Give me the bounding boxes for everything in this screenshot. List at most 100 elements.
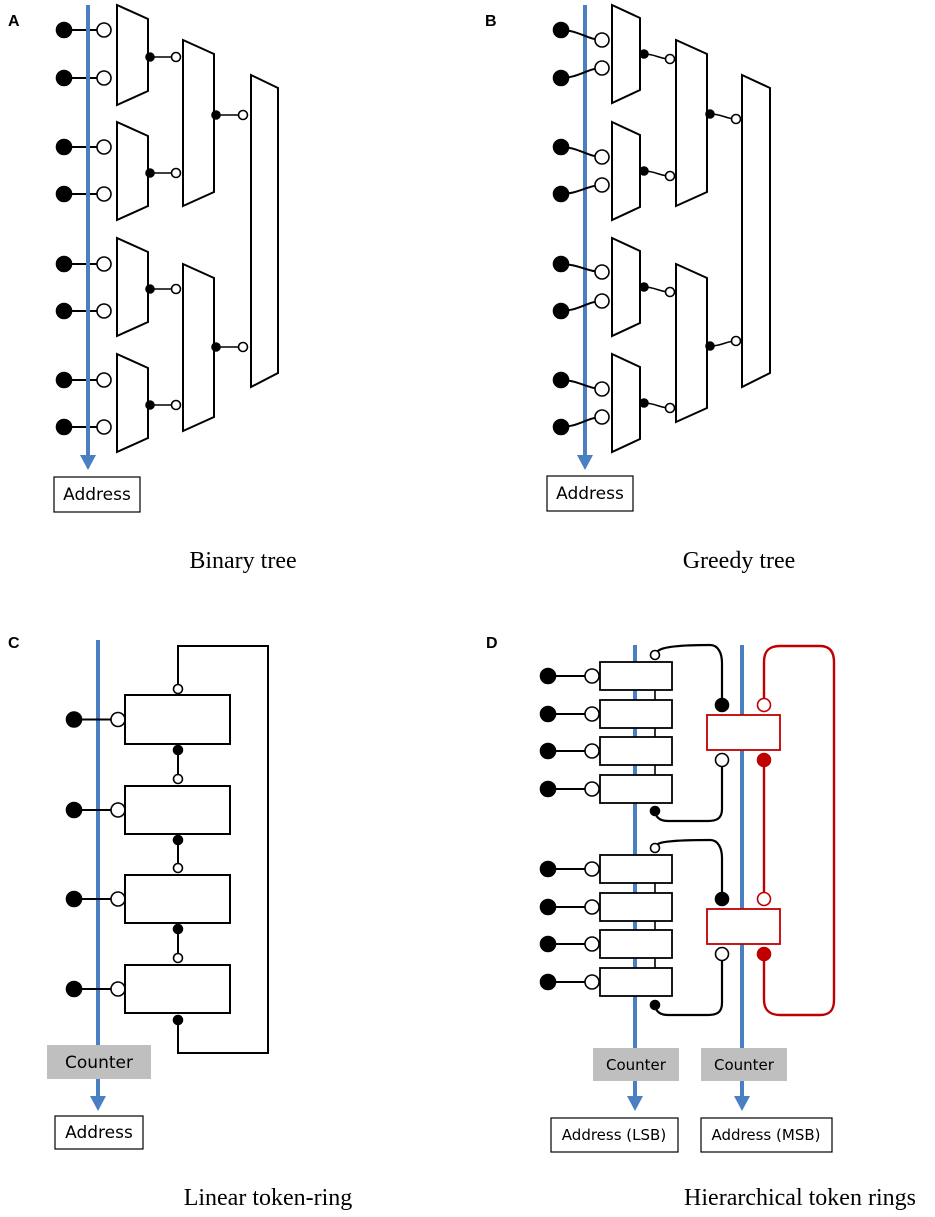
mux-level-2	[182, 38, 215, 208]
mux-input-port	[96, 372, 112, 388]
panel-c-token-ring	[65, 683, 231, 1026]
mux-input-port	[96, 139, 112, 155]
mux-input-port	[664, 286, 676, 298]
token-ring-cell	[124, 964, 231, 1014]
panel-d: D Counter Counter Address (LSB) Address …	[486, 635, 916, 1211]
panel-b-mux-tree	[611, 3, 771, 454]
lsb-cell-input-port	[584, 861, 600, 877]
lsb-to-msb-wire	[657, 838, 724, 898]
panel-a-letter: A	[8, 13, 20, 30]
ring-cell-input-port	[110, 802, 126, 818]
lsb-token-input-port	[649, 649, 661, 661]
panel-d-counter-msb-box	[701, 1048, 787, 1081]
mux-input-port	[170, 51, 182, 63]
input-source-dot	[55, 69, 73, 87]
panel-a-caption: Binary tree	[189, 548, 296, 574]
msb-ring-input-port	[756, 891, 772, 907]
mux-input-port	[96, 22, 112, 38]
lsb-cell-input-port	[584, 781, 600, 797]
panel-d-msb-bus-arrowhead	[734, 1096, 750, 1111]
msb-ring-output-port	[756, 752, 772, 768]
mux-input-port	[170, 167, 182, 179]
input-source-dot	[539, 973, 557, 991]
panel-c-address-label: Address	[65, 1123, 133, 1143]
lsb-token-input-port	[649, 842, 661, 854]
panel-b: B Address Greedy tree	[485, 3, 796, 574]
token-output-port	[172, 923, 184, 935]
lsb-to-msb-wire	[657, 643, 724, 704]
panel-d-letter: D	[486, 635, 498, 652]
mux-level-1	[611, 236, 641, 338]
panel-a-mux-tree	[116, 3, 279, 454]
token-input-port	[172, 683, 184, 695]
mux-input-port	[237, 109, 249, 121]
mux-input-port	[594, 409, 610, 425]
mux-level-2	[675, 38, 708, 208]
mux-input-port	[96, 419, 112, 435]
mux-input-port	[237, 341, 249, 353]
token-ring-cell	[124, 785, 231, 835]
token-output-port	[172, 834, 184, 846]
msb-token-input-dot	[714, 891, 730, 907]
input-source-dot	[55, 255, 73, 273]
mux-level-1	[116, 3, 149, 107]
msb-ring-wire	[762, 644, 836, 1017]
panel-d-lsb-bus-arrowhead	[627, 1096, 643, 1111]
lsb-token-ring-cell	[599, 929, 673, 959]
lsb-token-ring-cell	[599, 774, 673, 804]
mux-level-1	[116, 120, 149, 222]
lsb-token-ring-cell	[599, 699, 673, 729]
panel-a-address-label: Address	[63, 485, 131, 505]
input-source-dot	[552, 21, 570, 39]
msb-ring-output-port	[756, 946, 772, 962]
msb-token-ring-cell	[706, 908, 781, 945]
input-source-dot	[55, 371, 73, 389]
panel-b-caption: Greedy tree	[683, 548, 796, 574]
mux-input-port	[730, 113, 742, 125]
panel-d-address-msb-label: Address (MSB)	[712, 1126, 821, 1144]
lsb-token-ring-cell	[599, 736, 673, 766]
input-source-dot	[539, 705, 557, 723]
msb-to-lsb-wire	[655, 767, 724, 823]
panel-d-token-rings	[539, 643, 836, 1017]
panel-a-bus-arrowhead	[80, 455, 96, 470]
lsb-token-ring-cell	[599, 967, 673, 997]
panel-d-address-lsb-box	[550, 1117, 679, 1153]
input-source-dot	[65, 801, 83, 819]
mux-input-port	[96, 256, 112, 272]
msb-token-output-port	[714, 752, 730, 768]
input-source-dot	[552, 371, 570, 389]
lsb-cell-input-port	[584, 974, 600, 990]
token-input-port	[172, 862, 184, 874]
input-source-dot	[65, 980, 83, 998]
panel-d-caption: Hierarchical token rings	[684, 1185, 916, 1211]
mux-level-2	[675, 262, 708, 424]
token-ring-cell	[124, 874, 231, 924]
panel-b-letter: B	[485, 13, 497, 30]
ring-cell-input-port	[110, 891, 126, 907]
input-source-dot	[65, 711, 83, 728]
panel-a: A Address Binary tree	[8, 3, 297, 574]
mux-input-port	[96, 303, 112, 319]
lsb-token-output-port	[649, 805, 661, 817]
panel-b-bus-arrowhead	[577, 455, 593, 470]
lsb-cell-input-port	[584, 706, 600, 722]
mux-input-port	[594, 381, 610, 397]
mux-input-port	[96, 186, 112, 202]
panel-a-address-box	[53, 476, 141, 513]
panel-d-address-msb-box	[700, 1117, 833, 1153]
msb-token-input-dot	[714, 697, 730, 713]
input-source-dot	[55, 302, 73, 320]
mux-input-port	[170, 283, 182, 295]
ring-cell-input-port	[110, 981, 126, 997]
input-source-dot	[539, 898, 557, 916]
panel-c-counter-box	[47, 1045, 151, 1079]
input-source-dot	[539, 935, 557, 953]
input-source-dot	[539, 742, 557, 760]
input-source-dot	[539, 667, 557, 685]
panel-d-counter-lsb-label: Counter	[606, 1056, 667, 1074]
panel-c-bus-arrowhead	[90, 1096, 106, 1111]
mux-input-port	[730, 335, 742, 347]
mux-level-2	[182, 262, 215, 433]
